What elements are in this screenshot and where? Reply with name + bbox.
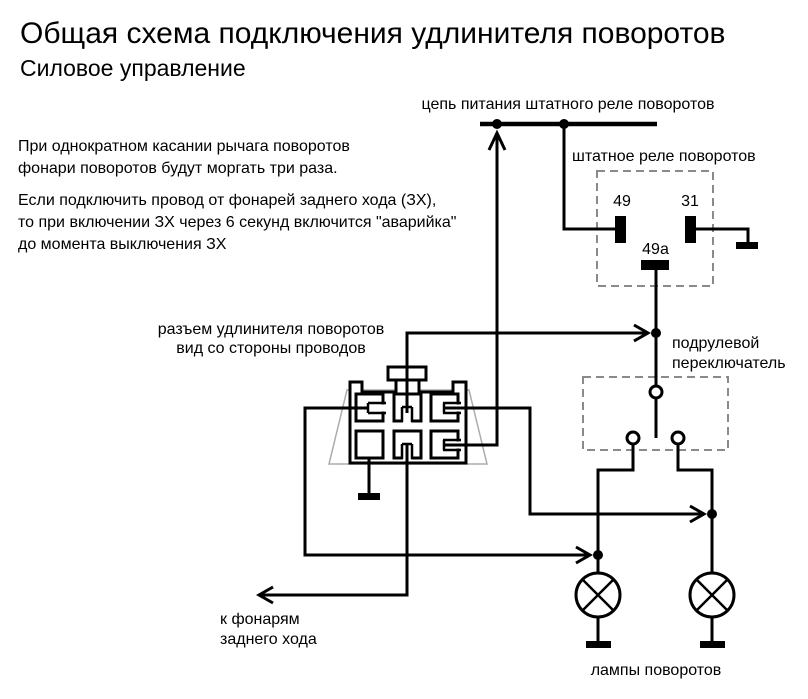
note-line: Если подключить провод от фонарей заднег… [18,192,437,209]
label-line: подрулевой [672,335,760,352]
wire-power-to-49 [562,124,615,231]
arrow-left-icon [255,585,274,605]
slot-gap [380,404,386,412]
arrow-right-icon [633,323,652,343]
lamp-cross [581,578,615,612]
wire-pin-br-to-power [444,133,499,447]
turn-lamps-label: лампы поворотов [590,662,722,679]
junction-dot [593,550,603,560]
arrow-right-icon [575,545,594,565]
note-line: то при включении ЗХ через 6 секунд включ… [18,214,457,231]
label-line: переключатель [672,355,786,372]
relay-pin-49-label: 49 [613,193,631,210]
switch-contact-left [625,430,641,446]
standard-relay [596,170,758,287]
note-single-touch: При однократном касании рычага поворотов… [18,136,350,180]
connector-trapezoid-outline [328,389,488,465]
connector-pin-bottom-left [354,429,385,460]
arrow-up-icon [487,129,507,151]
turn-lamps [574,571,736,648]
relay-terminal-31 [685,216,696,243]
column-switch [582,376,729,451]
slot-bottom-middle [400,442,414,459]
ground-icon [586,641,611,648]
label-line: к фонарям [220,611,300,628]
relay-pin-31-label: 31 [681,193,699,210]
junction-dot [559,119,569,129]
power-circuit-label: цепь питания штатного реле поворотов [421,96,715,113]
lamp-cross [695,578,729,612]
label-line: вид со стороны проводов [176,340,366,357]
reverse-lamps-label: к фонарям заднего хода [220,610,317,650]
relay-label: штатное реле поворотов [572,148,756,165]
page-subtitle: Силовое управление [20,55,246,81]
wires [255,121,714,605]
junction-dots [492,119,717,560]
relay-pin-49a-label: 49a [642,241,669,258]
wire-pin-bm-to-reverse [259,445,409,597]
wire-pin-tr-to-right-lamp [444,406,704,516]
wire-pin-tl-to-left-lamp [303,406,590,557]
wire-switch-right-to-lamp [676,444,714,573]
ground-icon [358,493,380,500]
wire-switch-left-to-lamp [596,444,635,573]
junction-dot [492,119,502,129]
junction-dot [651,328,661,338]
note-reverse-mode: Если подключить провод от фонарей заднег… [18,190,456,256]
ground-icon [736,242,758,249]
wire-31-to-ground [696,227,750,242]
note-line: фонари поворотов будут моргать три раза. [18,160,338,177]
wire-pin-tm-to-49a [405,331,648,413]
label-line: заднего хода [220,631,317,648]
relay-terminal-49 [615,216,626,243]
relay-terminal-49a [641,260,669,270]
connector-housing [348,365,468,465]
page-title: Общая схема подключения удлинителя повор… [20,17,726,50]
arrow-right-icon [689,504,708,524]
ground-icon [700,641,725,648]
label-line: разъем удлинителя поворотов [157,321,385,338]
slot-gap [402,419,412,425]
note-line: При однократном касании рычага поворотов [18,138,350,155]
junction-dot [707,509,717,519]
connector-label: разъем удлинителя поворотов вид со сторо… [148,320,394,358]
note-line: до момента выключения ЗХ [18,236,227,253]
switch-contact-right [670,430,686,446]
switch-contact-common [648,384,664,400]
column-switch-label: подрулевой переключатель [672,334,786,374]
